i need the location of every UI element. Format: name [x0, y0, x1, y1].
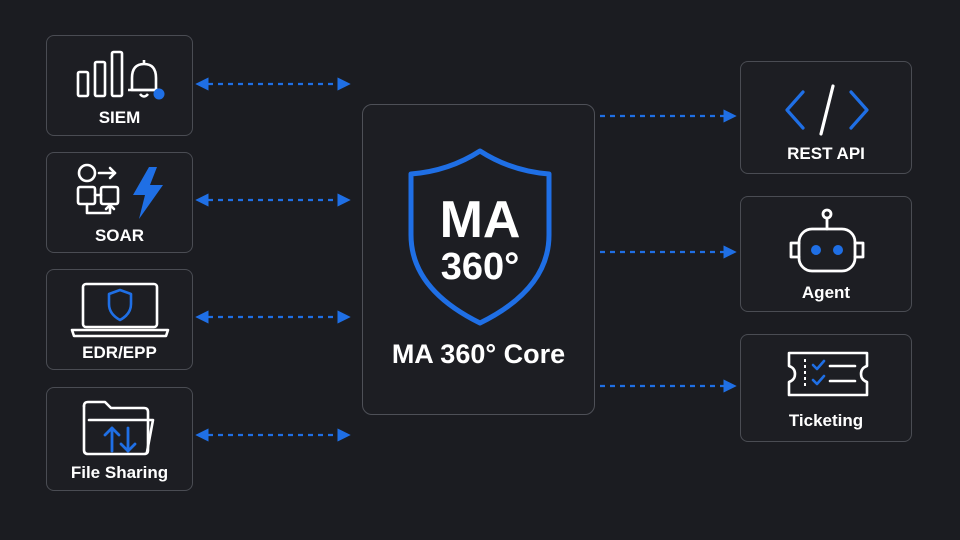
integration-label: Agent — [801, 283, 851, 302]
integration-card-soar[interactable]: SOAR — [46, 152, 193, 253]
integration-card-ticketing[interactable]: Ticketing — [740, 334, 912, 442]
integration-label: EDR/EPP — [82, 343, 157, 362]
workflow-lightning-icon — [76, 163, 163, 219]
shield-icon: MA 360° — [408, 148, 552, 326]
integration-label: File Sharing — [70, 463, 169, 482]
integration-label: Ticketing — [788, 411, 864, 430]
core-badge-top: MA — [440, 191, 521, 249]
integration-card-siem[interactable]: SIEM — [46, 35, 193, 136]
integration-card-file-sharing[interactable]: File Sharing — [46, 387, 193, 491]
folder-transfer-icon — [82, 400, 155, 456]
robot-icon — [789, 208, 865, 273]
code-brackets-icon — [785, 84, 869, 136]
ticket-checklist-icon — [787, 351, 869, 397]
core-title: MA 360° Core — [391, 339, 566, 369]
integration-card-rest-api[interactable]: REST API — [740, 61, 912, 174]
core-badge-bottom: 360° — [441, 246, 520, 288]
core-card[interactable]: MA 360° MA 360° Core — [362, 104, 595, 415]
integration-card-agent[interactable]: Agent — [740, 196, 912, 312]
integration-label: REST API — [787, 144, 865, 163]
laptop-shield-icon — [70, 282, 170, 338]
bar-chart-bell-icon — [76, 50, 165, 100]
integration-label: SOAR — [94, 226, 145, 245]
integration-card-edr-epp[interactable]: EDR/EPP — [46, 269, 193, 370]
integration-label: SIEM — [98, 108, 141, 127]
